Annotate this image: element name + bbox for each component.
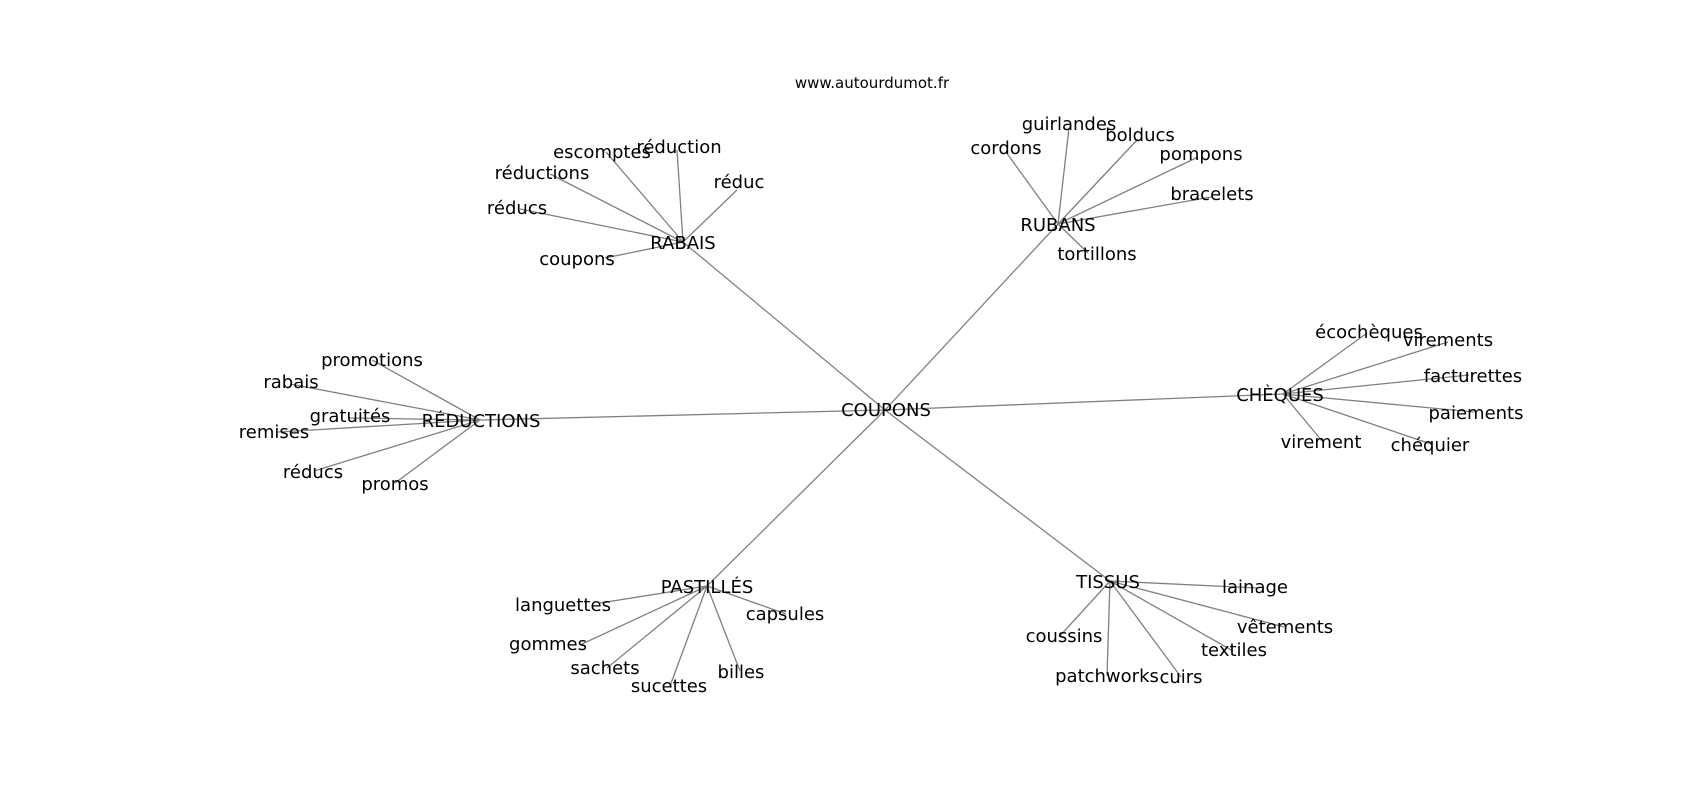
leaf-node[interactable]: coupons <box>539 249 615 270</box>
leaf-node[interactable]: virements <box>1403 330 1493 351</box>
leaf-node[interactable]: promos <box>361 474 428 495</box>
leaf-node[interactable]: sucettes <box>631 676 707 697</box>
leaf-node[interactable]: promotions <box>321 350 423 371</box>
edge-hub-to-leaf <box>606 585 708 669</box>
edge-hub-to-leaf <box>1057 196 1212 225</box>
edge-hub-to-leaf <box>549 173 684 243</box>
leaf-node[interactable]: réduction <box>636 137 721 158</box>
hub-node[interactable]: TISSUS <box>1075 572 1140 593</box>
edge-hub-to-leaf <box>277 419 481 433</box>
edge-hub-to-leaf <box>1057 127 1070 225</box>
leaf-node[interactable]: pompons <box>1159 144 1242 165</box>
leaf-node[interactable]: virement <box>1281 432 1362 453</box>
leaf-node[interactable]: bracelets <box>1170 184 1253 205</box>
edge-hub-to-leaf <box>1057 156 1199 225</box>
edge-hub-to-leaf <box>706 585 741 672</box>
edge-hub-to-leaf <box>1109 580 1182 678</box>
hub-node[interactable]: RABAIS <box>650 233 716 254</box>
leaf-node[interactable]: cuirs <box>1159 667 1202 688</box>
leaf-node[interactable]: bolducs <box>1105 125 1175 146</box>
edge-hub-to-leaf <box>1282 393 1432 445</box>
edge-hub-to-leaf <box>676 149 684 243</box>
leaf-node[interactable]: réducs <box>487 198 547 219</box>
leaf-node[interactable]: lainage <box>1222 577 1288 598</box>
leaf-node[interactable]: escomptes <box>553 142 651 163</box>
leaf-node[interactable]: remises <box>239 422 309 443</box>
edge-hub-to-leaf <box>1282 374 1470 395</box>
leaf-node[interactable]: facturettes <box>1424 366 1522 387</box>
leaf-node[interactable]: guirlandes <box>1022 114 1117 135</box>
edge-hub-to-leaf <box>1106 580 1111 677</box>
leaf-node[interactable]: tortillons <box>1057 244 1136 265</box>
edge-hub-to-leaf <box>1282 393 1475 413</box>
leaf-node[interactable]: patchworks <box>1055 666 1159 687</box>
edge-hub-to-leaf <box>1005 151 1059 225</box>
edge-hub-to-leaf <box>394 419 481 484</box>
edge-hub-to-leaf <box>1058 580 1111 638</box>
edge-hub-to-leaf <box>605 151 684 243</box>
leaf-node[interactable]: capsules <box>746 604 825 625</box>
leaf-node[interactable]: paiements <box>1429 403 1524 424</box>
leaf-node[interactable]: gommes <box>509 634 587 655</box>
edge-hub-to-leaf <box>669 585 708 687</box>
edges-layer <box>277 127 1475 687</box>
edge-hub-to-leaf <box>1057 223 1089 254</box>
edge-hub-to-leaf <box>1109 580 1285 628</box>
edge-hub-to-leaf <box>289 383 481 421</box>
leaf-node[interactable]: billes <box>718 662 765 683</box>
edge-hub-to-leaf <box>1282 332 1368 395</box>
leaf-node[interactable]: sachets <box>570 658 639 679</box>
leaf-node[interactable]: écochèques <box>1315 322 1423 343</box>
hub-node[interactable]: CHÈQUES <box>1236 384 1324 406</box>
leaf-node[interactable]: languettes <box>515 595 611 616</box>
edge-center-to-hub <box>884 393 1284 411</box>
hub-node[interactable]: PASTILLÉS <box>661 576 754 598</box>
edge-hub-to-leaf <box>519 208 684 243</box>
edge-hub-to-leaf <box>1282 393 1323 442</box>
edge-hub-to-leaf <box>1109 580 1234 652</box>
leaf-node[interactable]: cordons <box>970 138 1041 159</box>
leaf-node[interactable]: réductions <box>495 163 590 184</box>
edge-hub-to-leaf <box>706 585 787 615</box>
leaf-node[interactable]: rabais <box>263 372 318 393</box>
edge-hub-to-leaf <box>347 417 481 421</box>
edge-hub-to-leaf <box>313 419 481 472</box>
leaf-node[interactable]: réducs <box>283 462 343 483</box>
leaf-node[interactable]: réduc <box>714 172 765 193</box>
hub-node[interactable]: RUBANS <box>1020 215 1095 236</box>
edge-center-to-hub <box>706 409 886 587</box>
leaf-node[interactable]: chéquier <box>1391 435 1470 456</box>
edge-center-to-hub <box>884 223 1059 411</box>
leaf-node[interactable]: vêtements <box>1237 617 1333 638</box>
edge-hub-to-leaf <box>1057 138 1139 225</box>
edge-hub-to-leaf <box>1109 580 1258 589</box>
edge-center-to-hub <box>884 409 1111 582</box>
edge-hub-to-leaf <box>1282 341 1449 395</box>
edge-hub-to-leaf <box>604 241 684 259</box>
edge-hub-to-leaf <box>581 585 708 645</box>
edge-hub-to-leaf <box>682 189 738 243</box>
leaf-node[interactable]: textiles <box>1201 640 1267 661</box>
leaf-node[interactable]: coussins <box>1026 626 1103 647</box>
edge-hub-to-leaf <box>599 585 708 604</box>
edge-center-to-hub <box>479 409 886 421</box>
center-node[interactable]: COUPONS <box>841 400 931 421</box>
edge-center-to-hub <box>682 241 886 411</box>
source-title: www.autourdumot.fr <box>795 74 950 92</box>
leaf-node[interactable]: gratuités <box>310 406 391 427</box>
edge-hub-to-leaf <box>371 359 481 421</box>
hub-node[interactable]: RÉDUCTIONS <box>422 410 541 432</box>
